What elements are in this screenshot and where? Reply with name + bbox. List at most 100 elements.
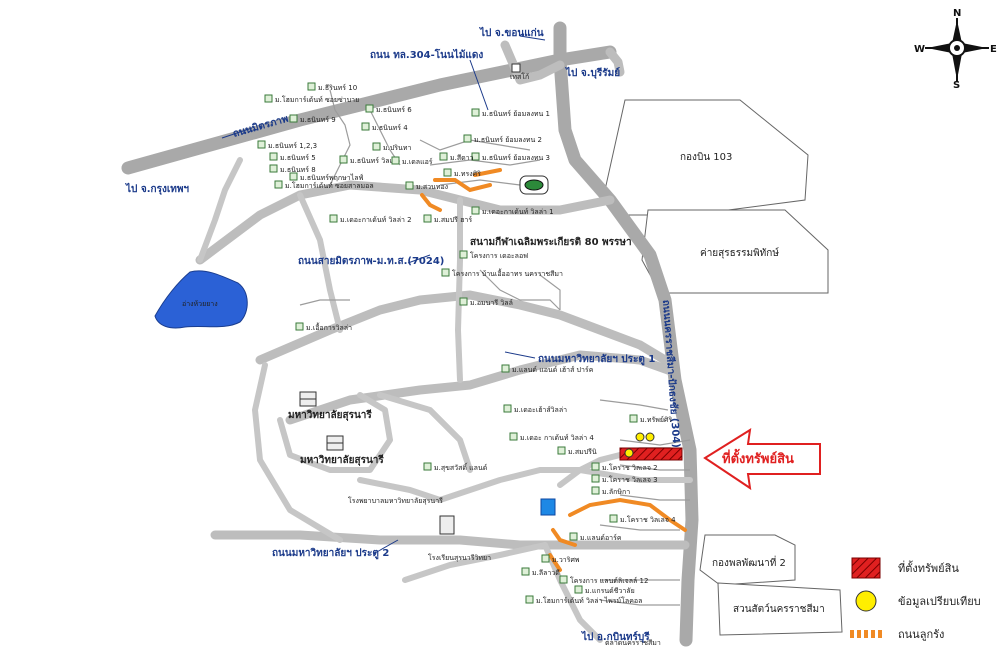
zones bbox=[604, 99, 843, 636]
road-west-link bbox=[297, 192, 343, 333]
village-label: ม.โฮมการ์เด้นท์ ซอยซ่าบาย bbox=[275, 95, 359, 104]
legend-compare-swatch bbox=[855, 590, 877, 612]
label-gate1: ถนนมหาวิทยาลัยฯ ประตู 1 bbox=[538, 353, 655, 366]
legend: ที่ตั้งทรัพย์สิน ข้อมูลเปรียบเทียบ ถนนลู… bbox=[850, 557, 981, 641]
village-icon bbox=[559, 575, 568, 584]
village-icon bbox=[591, 486, 600, 495]
road-highway-304 bbox=[553, 21, 699, 647]
road-far-west bbox=[197, 157, 243, 263]
village-label: ม.ทรัพย์ศิริ bbox=[640, 416, 672, 424]
khai-label: ค่ายสุรธรรมพิทักษ์ bbox=[700, 247, 779, 259]
village-label: ม.ธนินทร์ 8 bbox=[280, 166, 316, 174]
village-icon bbox=[525, 595, 534, 604]
compass: N S E W bbox=[914, 8, 997, 91]
university-a-label: มหาวิทยาลัยสุรนารี bbox=[288, 409, 372, 421]
university-building-icon-2 bbox=[326, 435, 344, 451]
village-icon bbox=[574, 585, 583, 594]
market-label: ตลาดนครราชสีมา bbox=[605, 639, 661, 647]
road-middle bbox=[255, 290, 670, 365]
village-icon bbox=[269, 152, 278, 161]
label-gate2: ถนนมหาวิทยาลัยฯ ประตู 2 bbox=[272, 547, 389, 560]
leader-arrows bbox=[221, 35, 546, 554]
road-sai-mittraphap bbox=[195, 180, 615, 265]
village-icon bbox=[569, 532, 578, 541]
village-label: ม.ปรินทา bbox=[383, 144, 411, 152]
village-icon bbox=[591, 474, 600, 483]
road-south-west bbox=[402, 542, 548, 583]
reservoir-label: อ่างห้วยยาง bbox=[182, 300, 218, 308]
road-gate2 bbox=[210, 530, 690, 550]
village-label: ม.สมปรี ฮาร์ bbox=[434, 216, 472, 224]
village-icon bbox=[269, 164, 278, 173]
legend-compare-label: ข้อมูลเปรียบเทียบ bbox=[898, 595, 981, 608]
village-icon bbox=[329, 214, 338, 223]
village-label: ม.ธนินทร์ 9 bbox=[300, 116, 336, 124]
village-icon bbox=[405, 181, 414, 190]
village-label: ม.โฮมการ์เด้นท์ ซอยสาลมอล bbox=[285, 181, 374, 190]
road-304-north bbox=[500, 40, 565, 85]
village-icon bbox=[289, 172, 298, 181]
village-icon bbox=[307, 82, 316, 91]
village-label: ม.สุขสวัสดิ์ แลนด์ bbox=[434, 462, 487, 472]
village-label: ม.เอื้อการวิลล่า bbox=[306, 321, 352, 332]
village-icon bbox=[257, 140, 266, 149]
village-icon bbox=[541, 554, 550, 563]
village-label: ม.แลนด์อาร์ค bbox=[580, 534, 622, 542]
village-layer: ม.ธีรินทร์ 10ม.โฮมการ์เด้นท์ ซอยซ่าบายม.… bbox=[257, 82, 676, 605]
label-sai-mittraphap: ถนนสายมิตรภาพ-ม.ท.ส.(7024) bbox=[298, 255, 444, 267]
school-label: โรงเรียนสุรนารีวิทยา bbox=[428, 553, 491, 562]
village-icon bbox=[439, 152, 448, 161]
compass-w: W bbox=[914, 44, 925, 55]
road-campus-west bbox=[252, 362, 343, 543]
village-label: ม.ธนินทร์ 1,2,3 bbox=[268, 142, 317, 150]
village-icon bbox=[463, 134, 472, 143]
village-icon bbox=[459, 250, 468, 259]
village-label: ม.ธนินทร์ 6 bbox=[376, 106, 412, 114]
village-icon bbox=[423, 214, 432, 223]
zone-kong-phon bbox=[699, 534, 796, 586]
village-label: ม.เดอะเฮ้าส์วิลล่า bbox=[514, 406, 567, 414]
village-icon bbox=[289, 114, 298, 123]
road-mittraphap bbox=[121, 45, 617, 175]
village-icon bbox=[521, 567, 530, 576]
power-icon bbox=[540, 498, 556, 516]
reservoir-shape bbox=[154, 270, 248, 329]
road-north-south bbox=[455, 197, 463, 383]
village-label: ม.โคราช วิลเลจ 4 bbox=[620, 515, 676, 524]
label-buriram: ไป จ.บุรีรัมย์ bbox=[565, 66, 620, 79]
university-building-icon bbox=[299, 391, 317, 407]
village-label: ม.เดอะกาเด้นท์ วิลล่า 1 bbox=[482, 208, 554, 216]
village-icon bbox=[459, 297, 468, 306]
village-label: ม.แกรนด์ชีวาลัย bbox=[585, 587, 635, 595]
village-icon bbox=[471, 206, 480, 215]
property-arrow-label: ที่ตั้งทรัพย์สิน bbox=[722, 448, 794, 467]
village-label: ม.ธนินทร์ ย้อมลงทน 3 bbox=[482, 154, 550, 162]
village-label: ม.เดลแอร์ bbox=[402, 158, 433, 166]
village-icon bbox=[365, 104, 374, 113]
kong-bin-label: กองบิน 103 bbox=[680, 152, 732, 163]
village-icon bbox=[441, 268, 450, 277]
label-kabinburi: ไป อ.กบินทร์บุรี bbox=[581, 630, 650, 643]
village-label: ม.ลักษิกา bbox=[602, 488, 630, 496]
stadium-label: สนามกีฬาเฉลิมพระเกียรติ 80 พรรษา bbox=[470, 236, 632, 248]
village-icon bbox=[423, 462, 432, 471]
village-icon bbox=[264, 94, 273, 103]
sois bbox=[299, 89, 691, 606]
road-campus-center bbox=[377, 392, 473, 473]
university-b-label: มหาวิทยาลัยสุรนารี bbox=[300, 454, 384, 466]
village-icon bbox=[591, 462, 600, 471]
village-icon bbox=[471, 108, 480, 117]
landmarks: สนามกีฬาเฉลิมพระเกียรติ 80 พรรษา มหาวิทย… bbox=[288, 63, 661, 647]
village-icon bbox=[339, 155, 348, 164]
property-marker bbox=[619, 447, 683, 461]
zone-suan-sat bbox=[717, 582, 843, 636]
compare-marker-2 bbox=[645, 432, 655, 442]
village-label: ม.ธนินทร์ 5 bbox=[280, 154, 316, 162]
property-arrow bbox=[703, 428, 821, 491]
road-south bbox=[542, 542, 603, 643]
hospital-label: โรงพยาบาลมหาวิทยาลัยสุรนารี bbox=[348, 496, 443, 505]
village-label: ม.เดอะ กาเด้นท์ วิลล่า 4 bbox=[520, 434, 594, 442]
tesco-label: เทสโก้ bbox=[510, 72, 529, 81]
road-buriram bbox=[605, 47, 625, 77]
